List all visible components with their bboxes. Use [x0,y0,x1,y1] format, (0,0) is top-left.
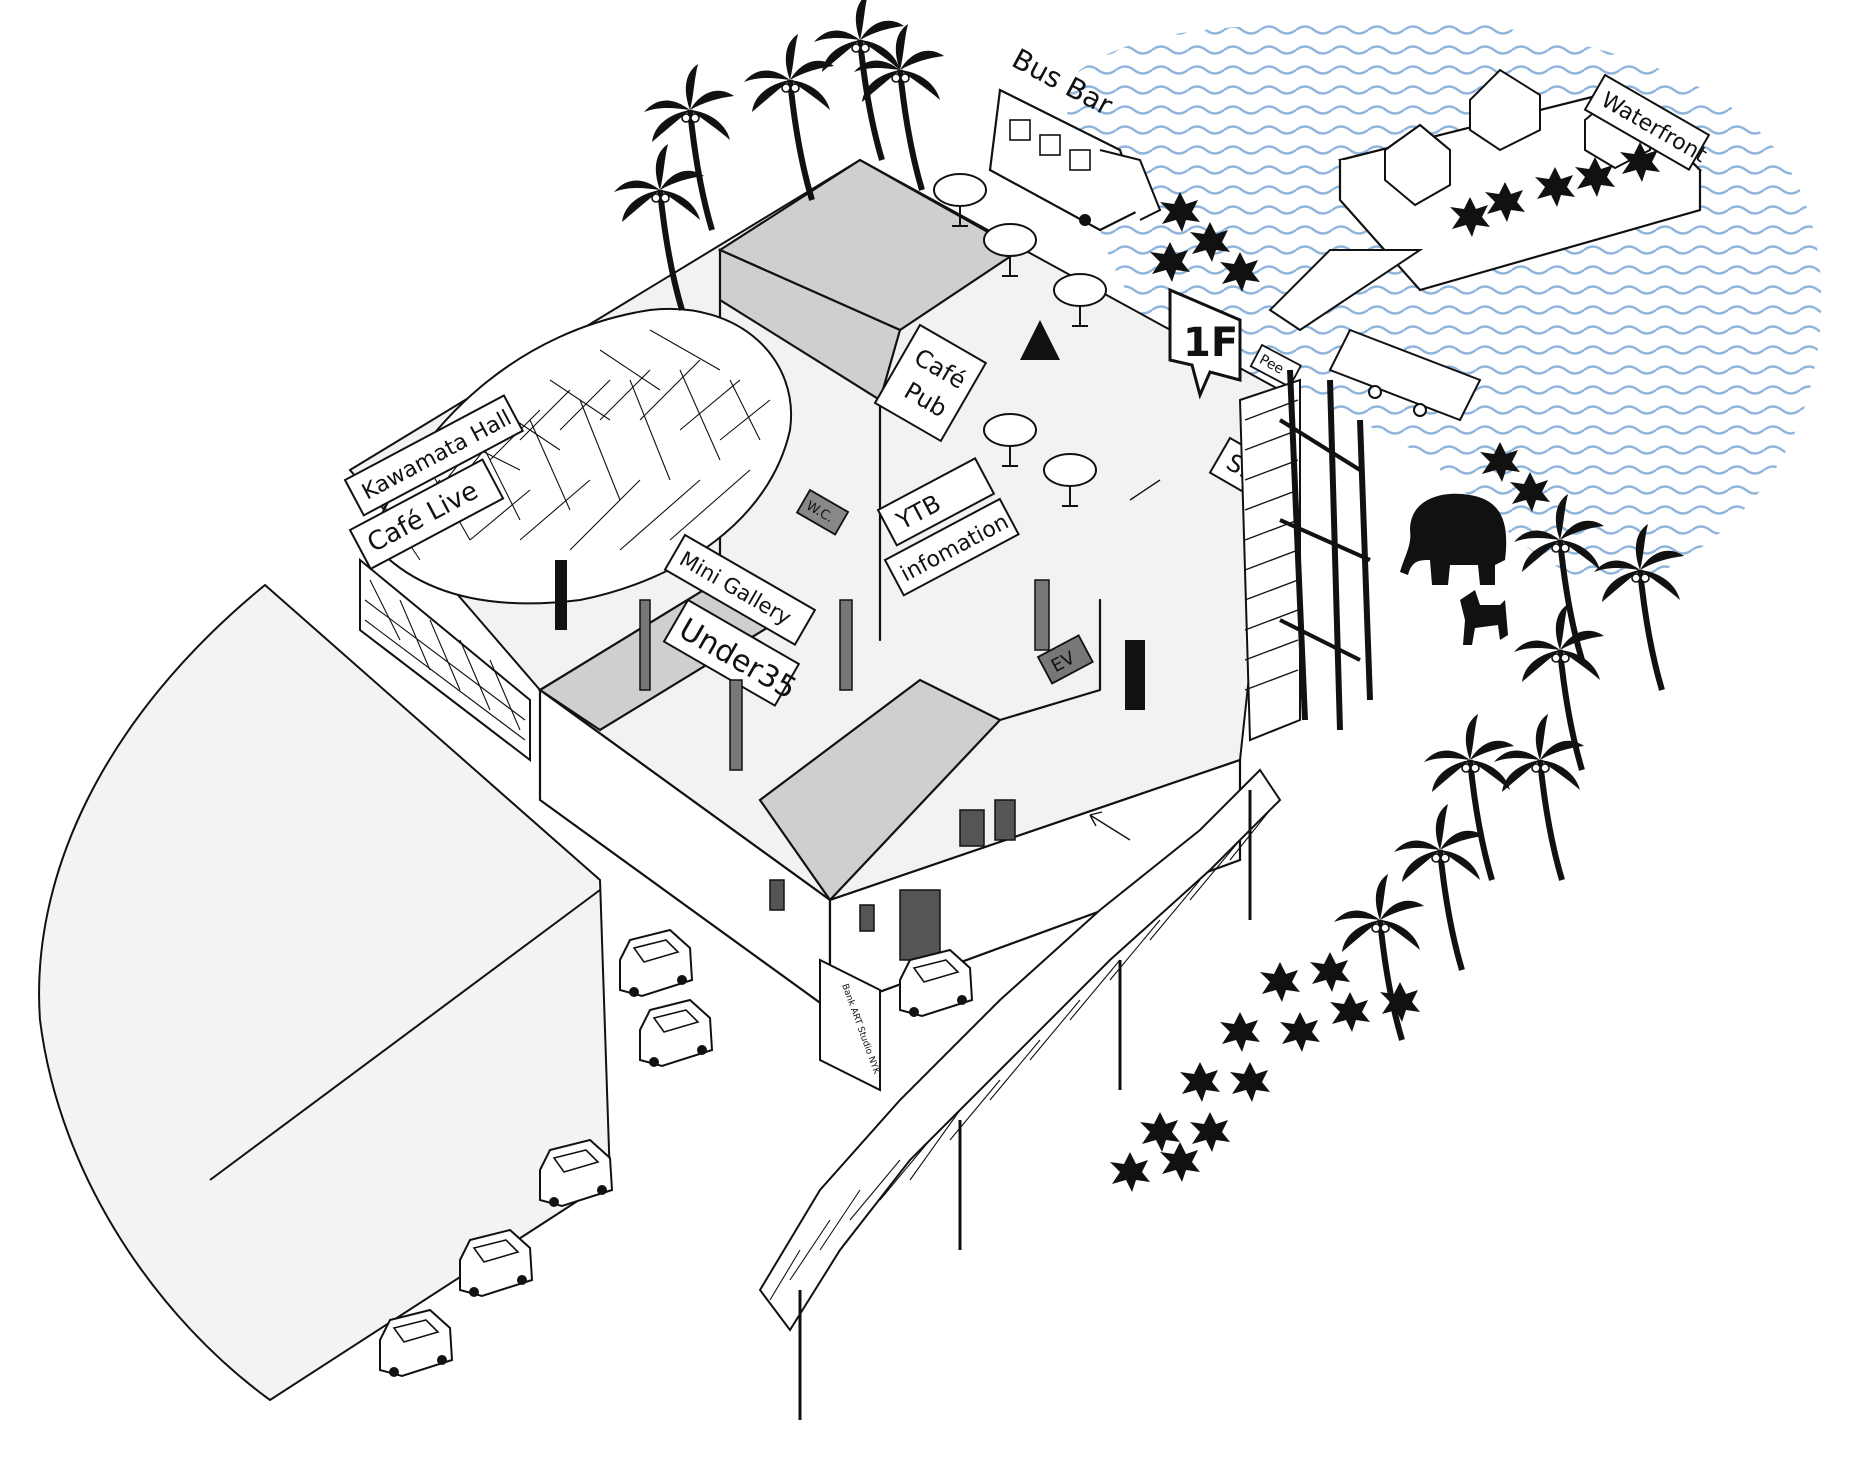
cafe-pub-tables [983,320,1097,507]
pier-house [1384,123,1451,207]
columns [555,560,1145,771]
elephant [1400,493,1507,585]
stair-tower [1238,369,1373,742]
studio-sign: Bank ART Studio NYK [819,958,882,1092]
ev-sign: EV [1036,634,1094,685]
floor-label: 1F [1183,320,1238,366]
dog [1460,590,1508,645]
waterfront-pier [1268,68,1703,332]
entrance-arrow [1089,479,1161,841]
bridge [1328,328,1482,422]
bus-bar [988,88,1162,232]
adjacent-building-ground [38,583,612,1402]
cafe-pub-sign: Café Pub [873,323,988,443]
woven-screen [758,768,1282,1420]
floor-sign: 1F [1168,287,1242,400]
pier-house [1469,68,1541,152]
palm-trees-right [1334,494,1684,1040]
